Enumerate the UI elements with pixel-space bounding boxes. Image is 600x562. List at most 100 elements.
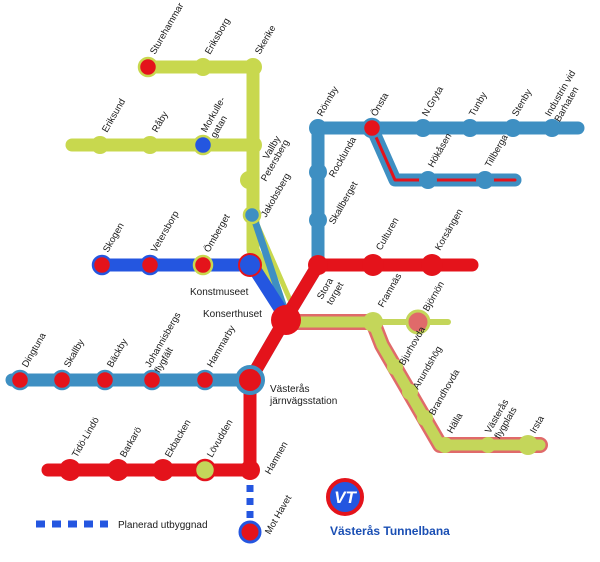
label-sturehammar: Sturehammar xyxy=(148,1,186,56)
station-johannisberg[interactable] xyxy=(141,369,163,391)
logo: VT Västerås Tunnelbana xyxy=(326,478,450,538)
label-ekbacken: Ekbacken xyxy=(163,418,193,460)
label-johannisberg: Johannisbergs flygfält xyxy=(143,308,194,375)
label-vetersborp: Vetersborp xyxy=(149,209,182,254)
label-halla: Hälla xyxy=(445,411,466,436)
label-barkaro: Barkarö xyxy=(118,425,144,459)
label-tunby: Tunby xyxy=(467,90,490,118)
label-tillberga: Tillberga xyxy=(483,132,511,169)
station-culturen[interactable] xyxy=(362,254,384,276)
label-anundshog: Anundshög xyxy=(411,344,445,391)
station-bjurhovda[interactable] xyxy=(387,359,403,375)
station-ngryta[interactable] xyxy=(414,119,432,137)
station-skallberget[interactable] xyxy=(309,211,327,229)
station-vasteras-jarnvag[interactable] xyxy=(235,365,265,395)
label-korsangen: Korsängen xyxy=(433,207,466,252)
station-brandhovda[interactable] xyxy=(417,410,433,426)
station-eriksborg[interactable] xyxy=(194,58,212,76)
station-onsta[interactable] xyxy=(361,117,383,139)
station-konserthuset[interactable] xyxy=(271,305,301,335)
label-skallberget: Skallberget xyxy=(327,180,360,227)
station-tunby[interactable] xyxy=(461,119,479,137)
station-vetersborp[interactable] xyxy=(139,254,161,276)
legend: Planerad utbyggnad xyxy=(36,520,208,531)
label-ngryta: N.Gryta xyxy=(420,84,446,118)
label-irsta: Irsta xyxy=(528,413,547,435)
label-eriksborg: Eriksborg xyxy=(203,16,233,56)
label-bjornon: Björnön xyxy=(421,280,447,314)
station-ekbacken[interactable] xyxy=(152,459,174,481)
station-tillberga[interactable] xyxy=(476,171,494,189)
label-skallby: Skallby xyxy=(62,337,87,369)
station-industrin[interactable] xyxy=(543,119,561,137)
label-brandhovda: Brandhovda xyxy=(427,367,463,417)
label-mot-havet: Mot Havet xyxy=(263,493,294,536)
label-raby: Råby xyxy=(150,110,171,135)
label-skerike: Skerike xyxy=(253,24,278,57)
station-vasteras-flygplats[interactable] xyxy=(480,437,496,453)
label-konserthuset: Konserthuset xyxy=(203,309,262,320)
label-dingtuna: Dingtuna xyxy=(20,330,49,369)
station-backby[interactable] xyxy=(94,369,116,391)
label-eriksund: Eriksund xyxy=(100,97,128,135)
label-romby: Rönnby xyxy=(315,84,341,118)
station-lovudden[interactable] xyxy=(193,458,217,482)
station-petersberg[interactable] xyxy=(240,171,258,189)
label-konstmuseet: Konstmuseet xyxy=(190,287,249,298)
station-eriksund[interactable] xyxy=(91,136,109,154)
label-framnas: Framnäs xyxy=(376,271,404,309)
logo-title: Västerås Tunnelbana xyxy=(330,524,450,538)
station-hammarby[interactable] xyxy=(194,369,216,391)
label-hammarby: Hammarby xyxy=(205,324,238,370)
station-hacksten[interactable] xyxy=(419,171,437,189)
station-dingtuna[interactable] xyxy=(9,369,31,391)
station-jakobsberg[interactable] xyxy=(242,205,262,225)
station-bjornon[interactable] xyxy=(405,309,431,335)
station-hamnen[interactable] xyxy=(240,460,260,480)
label-vasteras-jarnvag-line2: järnvägsstation xyxy=(269,396,337,407)
legend-planned-label: Planerad utbyggnad xyxy=(118,520,208,531)
label-lovudden: Lövudden xyxy=(205,418,235,460)
station-halla[interactable] xyxy=(437,437,453,453)
station-vallby[interactable] xyxy=(244,136,262,154)
station-tidolindo[interactable] xyxy=(59,459,81,481)
logo-circle xyxy=(326,478,364,516)
label-vasteras-jarnvag-line1: Västerås xyxy=(270,383,309,395)
label-backby: Bäckby xyxy=(105,337,130,370)
station-irsta[interactable] xyxy=(518,435,538,455)
label-culturen: Culturen xyxy=(374,216,401,253)
label-stenby: Stenby xyxy=(510,87,534,118)
station-barkaro[interactable] xyxy=(107,459,129,481)
label-hacksten: Hökåsen xyxy=(426,132,454,170)
red-line xyxy=(41,258,479,477)
station-mot-havet[interactable] xyxy=(238,520,262,544)
label-hamnen: Hamnen xyxy=(263,440,290,477)
red-branch-inner xyxy=(370,126,517,182)
station-raby[interactable] xyxy=(141,136,159,154)
label-rocklunda: Rocklunda xyxy=(327,135,359,180)
label-skogen: Skogen xyxy=(101,221,127,254)
label-industrin: Industrin vid Barhaten xyxy=(543,66,589,124)
station-korsangen[interactable] xyxy=(421,254,443,276)
station-sturehammar[interactable] xyxy=(137,56,159,78)
station-skogen[interactable] xyxy=(91,254,113,276)
station-skallby[interactable] xyxy=(51,369,73,391)
label-vasteras-flygplats: Västerås flygplats xyxy=(483,395,522,441)
station-stenby[interactable] xyxy=(504,119,522,137)
station-morkullegatan[interactable] xyxy=(192,134,214,156)
label-onsta: Önsta xyxy=(369,90,392,118)
station-anundshog[interactable] xyxy=(402,384,418,400)
logo-mark: VT xyxy=(334,488,357,507)
station-romby[interactable] xyxy=(309,119,327,137)
station-skerike[interactable] xyxy=(244,58,262,76)
label-vasteras-jarnvag: Västerås järnvägsstation xyxy=(269,383,337,407)
label-morkullegatan: Morkulle- gatan xyxy=(199,93,239,140)
station-konstmuseet[interactable] xyxy=(238,253,262,277)
station-rocklunda[interactable] xyxy=(309,163,327,181)
station-omberget[interactable] xyxy=(192,254,214,276)
label-tidolindo: Tidö-Lindö xyxy=(70,415,102,459)
station-framnas[interactable] xyxy=(363,312,383,332)
station-stora-torget[interactable] xyxy=(308,255,328,275)
